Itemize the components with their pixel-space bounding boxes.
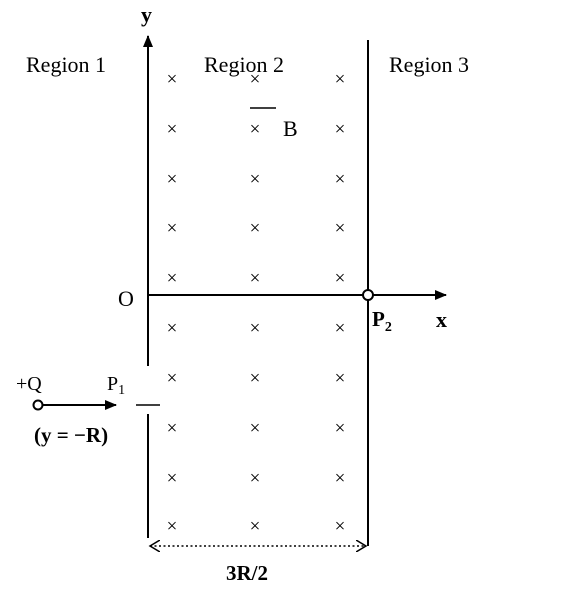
- point-p1-label: P1: [107, 373, 125, 398]
- field-cross-icon: ×: [167, 468, 178, 489]
- field-cross-icon: ×: [335, 418, 346, 439]
- field-cross-icon: ×: [335, 218, 346, 239]
- field-cross-icon: ×: [167, 169, 178, 190]
- point-p2: [362, 289, 374, 301]
- charge-label: +Q: [16, 373, 42, 395]
- y-axis-label: y: [141, 2, 152, 27]
- field-cross-icon: ×: [250, 418, 261, 439]
- field-cross-icon: ×: [250, 268, 261, 289]
- field-cross-icon: ×: [167, 318, 178, 339]
- field-cross-icon: ×: [250, 169, 261, 190]
- p1-main: P: [107, 373, 118, 395]
- width-dimension-label: 3R/2: [226, 561, 268, 585]
- field-cross-icon: ×: [250, 218, 261, 239]
- field-cross-icon: ×: [250, 368, 261, 389]
- field-cross-icon: ×: [167, 218, 178, 239]
- field-cross-icon: ×: [335, 318, 346, 339]
- field-cross-icon: ×: [335, 169, 346, 190]
- field-cross-icon: ×: [167, 516, 178, 537]
- point-p2-label: P2: [372, 307, 392, 335]
- b-field-label: B: [283, 116, 298, 141]
- field-cross-icon: ×: [335, 69, 346, 90]
- region-3-label: Region 3: [389, 52, 469, 77]
- field-cross-icon: ×: [167, 368, 178, 389]
- region-2-label: Region 2: [204, 52, 284, 77]
- field-cross-icon: ×: [335, 368, 346, 389]
- region-1-label: Region 1: [26, 52, 106, 77]
- field-cross-icon: ×: [335, 268, 346, 289]
- particle-charge: [32, 399, 44, 411]
- field-cross-icon: ×: [335, 516, 346, 537]
- field-cross-icon: ×: [335, 119, 346, 140]
- x-axis-label: x: [436, 307, 447, 332]
- p2-subscript: 2: [385, 320, 392, 335]
- particle-position-label: (y = −R): [34, 423, 108, 447]
- field-cross-icon: ×: [167, 268, 178, 289]
- p1-subscript: 1: [118, 383, 125, 398]
- field-cross-icon: ×: [250, 69, 261, 90]
- field-cross-icon: ×: [167, 418, 178, 439]
- origin-label: O: [118, 286, 134, 311]
- field-cross-icon: ×: [250, 516, 261, 537]
- field-cross-icon: ×: [250, 468, 261, 489]
- field-cross-icon: ×: [250, 318, 261, 339]
- p2-main: P: [372, 307, 385, 331]
- field-cross-icon: ×: [167, 119, 178, 140]
- field-cross-icon: ×: [167, 69, 178, 90]
- field-cross-icon: ×: [250, 119, 261, 140]
- magnetic-field-into-page: × × × × × × × × × × × × × × × × × × × × × × × × × × × × × ×: [167, 69, 346, 537]
- field-cross-icon: ×: [335, 468, 346, 489]
